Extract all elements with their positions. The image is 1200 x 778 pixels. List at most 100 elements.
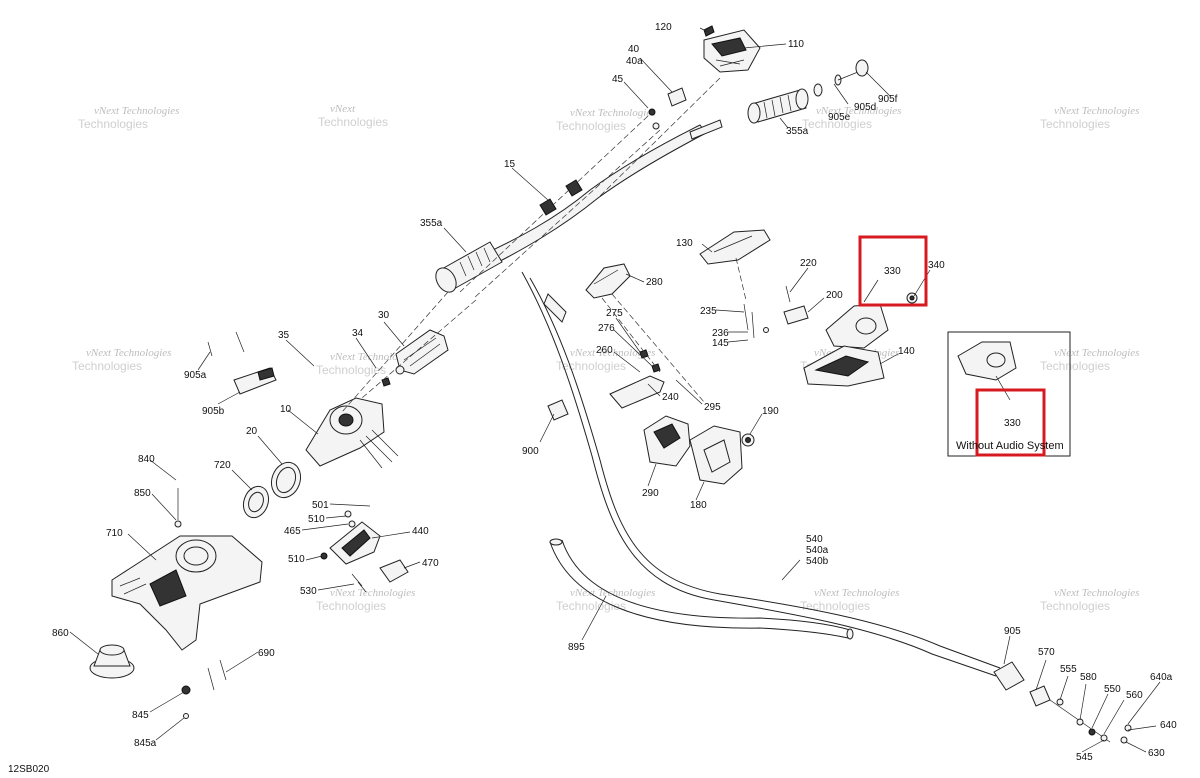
- part-label: 905f: [878, 94, 898, 105]
- part-label: 905a: [184, 370, 207, 381]
- part-label: 295: [704, 402, 721, 413]
- part-label: 470: [422, 558, 439, 569]
- part-label: 540b: [806, 556, 829, 567]
- part-label: 240: [662, 392, 679, 403]
- watermark-text: vNext: [330, 103, 356, 115]
- watermark-text: Technologies: [316, 363, 386, 377]
- part-30-clamp: [381, 329, 449, 387]
- part-340-nut: [906, 292, 918, 304]
- part-label: 10: [280, 404, 292, 415]
- part-130-switch: [699, 229, 771, 265]
- watermark-text: vNext Technologies: [570, 587, 655, 599]
- watermark-text: vNext Technologies: [94, 105, 179, 117]
- part-355a-grip-lower: [435, 241, 503, 293]
- part-110-top-clamp: [703, 25, 761, 73]
- part-label: 235: [700, 306, 717, 317]
- part-label: 35: [278, 330, 290, 341]
- part-905-end-cap: [813, 59, 869, 97]
- part-label: 180: [690, 500, 707, 511]
- part-label: 905d: [854, 102, 876, 113]
- part-label: 290: [642, 488, 659, 499]
- part-label: 690: [258, 648, 275, 659]
- part-label: 840: [138, 454, 155, 465]
- watermark-text: Technologies: [78, 117, 148, 131]
- part-10-hub: [305, 397, 399, 469]
- part-label: 465: [284, 526, 301, 537]
- inset-caption: Without Audio System: [956, 440, 1064, 452]
- part-label: 280: [646, 277, 663, 288]
- watermarks: vNext Technologies Technologies vNext Te…: [72, 103, 1139, 613]
- part-label: 145: [712, 338, 729, 349]
- part-200-connector: [743, 285, 809, 339]
- highlight-box-330-inset: [975, 388, 1046, 457]
- part-label: 860: [52, 628, 69, 639]
- part-690-bolts: [181, 659, 227, 719]
- part-label: 545: [1076, 752, 1093, 763]
- part-label: 540a: [806, 545, 829, 556]
- part-label: 905e: [828, 112, 851, 123]
- part-label: 570: [1038, 647, 1055, 658]
- part-label: 260: [596, 345, 613, 356]
- part-540-cable: [521, 271, 1001, 677]
- watermark-text: vNext Technologies: [1054, 347, 1139, 359]
- part-label: 236: [712, 328, 729, 339]
- part-label: 275: [606, 308, 623, 319]
- part-label: 440: [412, 526, 429, 537]
- part-label: 120: [655, 22, 672, 33]
- watermark-text: vNext Technologies: [1054, 587, 1139, 599]
- part-330-cover: [825, 303, 889, 349]
- watermark-text: vNext Technologies: [330, 351, 415, 363]
- watermark-text: Technologies: [1040, 599, 1110, 613]
- part-label: 45: [612, 74, 624, 85]
- part-label: 190: [762, 406, 779, 417]
- part-label: 200: [826, 290, 843, 301]
- part-355a-grip-upper: [747, 88, 809, 124]
- part-label: 330: [1004, 418, 1021, 429]
- part-40-bracket: [648, 87, 687, 130]
- part-label: 110: [788, 39, 804, 50]
- part-190-nut: [741, 433, 755, 447]
- watermark-text: Technologies: [318, 115, 388, 129]
- watermark-text: vNext Technologies: [570, 107, 655, 119]
- part-290-housing: [643, 415, 691, 467]
- part-label: 15: [504, 159, 516, 170]
- part-label: 905: [1004, 626, 1021, 637]
- watermark-text: Technologies: [556, 359, 626, 373]
- part-label: 276: [598, 323, 615, 334]
- part-label: 905b: [202, 406, 225, 417]
- watermark-text: Technologies: [316, 599, 386, 613]
- watermark-text: vNext Technologies: [1054, 105, 1139, 117]
- watermark-text: Technologies: [1040, 359, 1110, 373]
- part-180-cover: [689, 425, 743, 485]
- inset-part-330: [957, 341, 1017, 381]
- part-label: 710: [106, 528, 123, 539]
- watermark-text: Technologies: [556, 599, 626, 613]
- part-label: 340: [928, 260, 945, 271]
- part-label: 555: [1060, 664, 1077, 675]
- watermark-text: Technologies: [802, 117, 872, 131]
- part-label: 550: [1104, 684, 1121, 695]
- part-label: 140: [898, 346, 915, 357]
- part-label: 850: [134, 488, 151, 499]
- part-470-connector: [351, 559, 409, 593]
- part-label: 845: [132, 710, 149, 721]
- part-label: 20: [246, 426, 258, 437]
- watermark-text: Technologies: [72, 359, 142, 373]
- watermark-text: Technologies: [556, 119, 626, 133]
- part-label: 220: [800, 258, 817, 269]
- part-label: 900: [522, 446, 539, 457]
- part-440-bracket: [320, 510, 381, 565]
- part-label: 580: [1080, 672, 1097, 683]
- part-label: 130: [676, 238, 693, 249]
- watermark-text: vNext Technologies: [330, 587, 415, 599]
- part-label: 510: [288, 554, 305, 565]
- part-label: 560: [1126, 690, 1143, 701]
- part-20-ring: [270, 461, 302, 499]
- part-label: 640: [1160, 720, 1177, 731]
- part-label: 40a: [626, 56, 643, 67]
- part-label: 640a: [1150, 672, 1173, 683]
- part-840-bolt: [174, 488, 182, 528]
- part-label: 510: [308, 514, 325, 525]
- part-label: 355a: [420, 218, 443, 229]
